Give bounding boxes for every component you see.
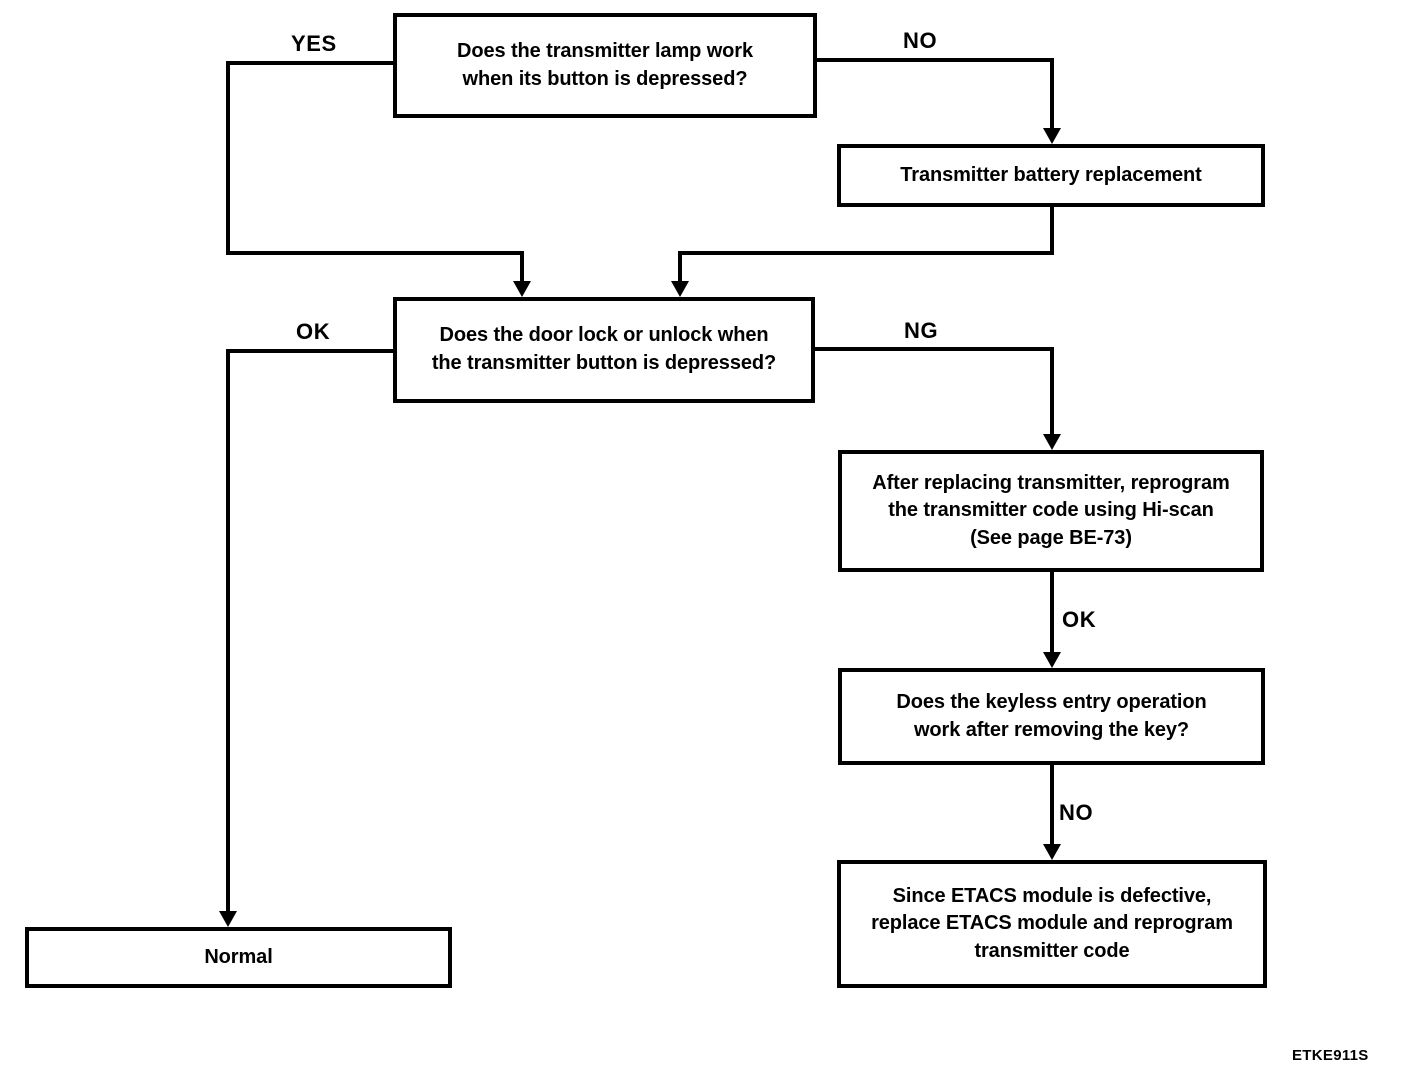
edge-door-ok-vline [226,349,230,912]
node-battery-replacement: Transmitter battery replacement [837,144,1265,207]
arrowhead-down-icon [219,911,237,927]
node-transmitter-lamp-question: Does the transmitter lamp work when its … [393,13,817,118]
figure-code: ETKE911S [1292,1047,1369,1064]
edge-label-ok: OK [296,319,331,344]
arrowhead-down-icon [1043,844,1061,860]
edge-lamp-yes-hline [226,61,393,65]
edge-label-yes: YES [291,31,337,56]
arrowhead-down-icon [1043,434,1061,450]
edge-door-ng-vline [1050,347,1054,435]
edge-battery-vline2 [678,251,682,282]
arrowhead-down-icon [671,281,689,297]
edge-lamp-yes-hline2 [226,251,524,255]
arrowhead-down-icon [513,281,531,297]
edge-door-ng-hline [815,347,1054,351]
edge-door-ok-hline [226,349,393,353]
edge-battery-vline [1050,207,1054,255]
node-keyless-entry-question: Does the keyless entry operation work af… [838,668,1265,765]
edge-label-no: NO [903,28,938,53]
arrowhead-down-icon [1043,128,1061,144]
node-replace-etacs-module: Since ETACS module is defective, replace… [837,860,1267,988]
edge-lamp-yes-vline [226,61,230,255]
edge-lamp-no-vline [1050,58,1054,129]
edge-label-ng: NG [904,318,939,343]
arrowhead-down-icon [1043,652,1061,668]
edge-battery-hline [678,251,1054,255]
edge-label-no-2: NO [1059,800,1094,825]
edge-keyless-no-vline [1050,763,1054,845]
node-normal: Normal [25,927,452,988]
edge-lamp-no-hline [817,58,1054,62]
edge-lamp-yes-vline2 [520,251,524,282]
node-door-lock-question: Does the door lock or unlock when the tr… [393,297,815,403]
node-reprogram-transmitter-code: After replacing transmitter, reprogram t… [838,450,1264,572]
edge-label-ok-2: OK [1062,607,1097,632]
edge-reprogram-ok-vline [1050,572,1054,653]
